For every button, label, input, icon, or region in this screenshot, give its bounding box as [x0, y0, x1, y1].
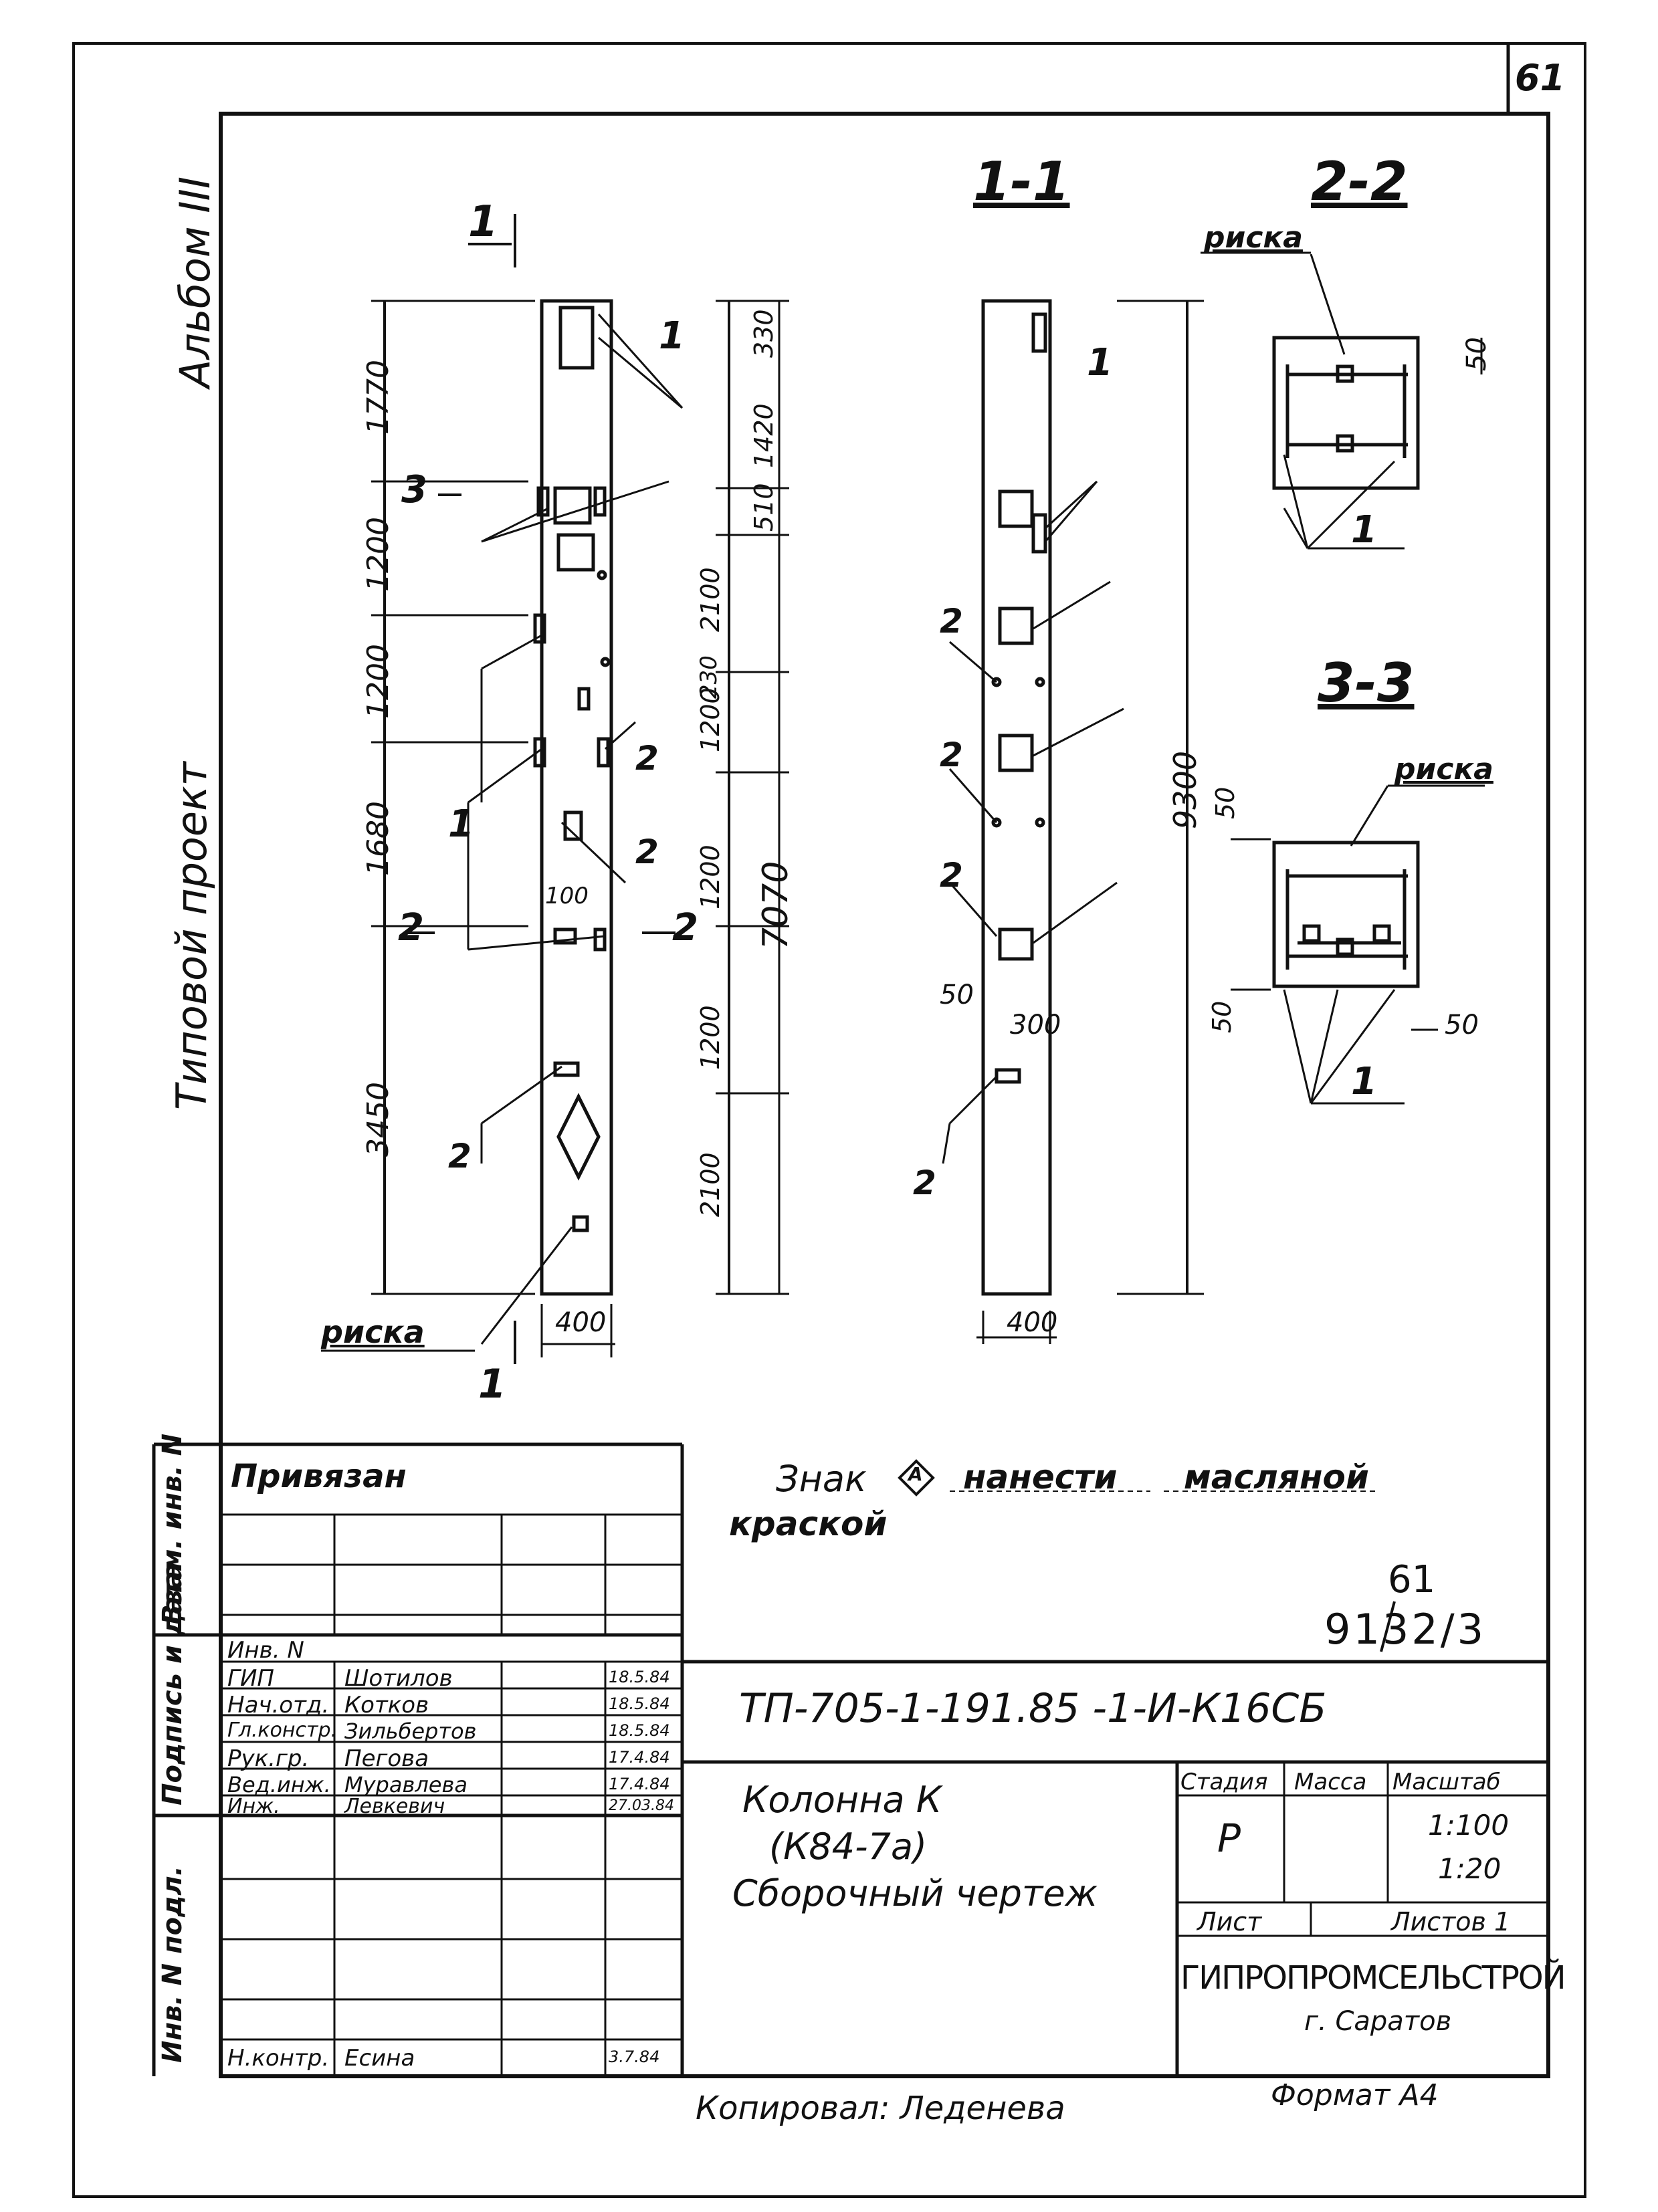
date-1: 18.5.84 — [609, 1694, 670, 1713]
role-0: ГИП — [227, 1665, 274, 1692]
riska-label-front: риска — [321, 1314, 425, 1350]
doc-ref-code: 9132/3 — [1324, 1605, 1487, 1654]
album-label: Альбом III — [171, 176, 219, 388]
dim-3-3-50-c: 50 — [1445, 1010, 1479, 1040]
name-5: Левкевич — [344, 1795, 445, 1818]
callout-1-2-2: 1 — [1351, 508, 1377, 552]
cut-marker-top: 1 — [468, 197, 498, 247]
dim-1200-c: 1200 — [696, 687, 725, 752]
copied-by: Копировал: Леденева — [696, 2090, 1065, 2127]
dim-1770: 1770 — [361, 360, 395, 435]
privyazan-label: Привязан — [231, 1458, 407, 1495]
role-4: Вед.инж. — [227, 1772, 331, 1797]
cut-marker-bottom: 1 — [478, 1361, 506, 1408]
sheets-label: Листов 1 — [1391, 1907, 1511, 1937]
n-kontr-date: 3.7.84 — [609, 2048, 660, 2066]
cut-marker-2-left: 2 — [398, 906, 424, 950]
note-text-1a: Знак — [776, 1458, 867, 1500]
mass-header: Масса — [1294, 1769, 1367, 1795]
title-line-1: Колонна К — [742, 1779, 942, 1821]
organization: ГИПРОПРОМСЕЛЬСТРОЙ — [1180, 1959, 1566, 1997]
dim-2100-bottom: 2100 — [696, 1152, 725, 1217]
note-text-2: краской — [729, 1505, 888, 1543]
section-2-2-title: 2-2 — [1311, 150, 1408, 213]
dim-1680: 1680 — [361, 801, 395, 876]
date-4: 17.4.84 — [609, 1775, 670, 1793]
date-3: 17.4.84 — [609, 1748, 670, 1767]
project-type-label: Типовой проект — [167, 762, 216, 1110]
date-0: 18.5.84 — [609, 1668, 670, 1686]
dim-1420: 1420 — [749, 403, 779, 468]
organization-city: г. Саратов — [1304, 2006, 1452, 2037]
dim-7070: 7070 — [756, 861, 796, 950]
callout-1-side: 1 — [1087, 341, 1113, 384]
dim-330: 330 — [749, 309, 779, 358]
dim-width-side: 400 — [1007, 1307, 1058, 1338]
title-line-3: Сборочный чертеж — [732, 1872, 1098, 1914]
stage-value: Р — [1217, 1815, 1241, 1861]
callout-2-front-b: 2 — [635, 833, 659, 871]
date-5: 27.03.84 — [609, 1797, 674, 1814]
dim-3-3-50-b: 50 — [1207, 1000, 1237, 1033]
dim-100: 100 — [545, 883, 589, 909]
dim-9300: 9300 — [1167, 750, 1203, 829]
callout-2-side-b: 2 — [940, 736, 963, 774]
callout-1-3-3: 1 — [1351, 1060, 1377, 1103]
name-1: Котков — [344, 1692, 429, 1719]
callout-2-side-d: 2 — [913, 1164, 936, 1202]
sheet-number: 61 — [1515, 57, 1566, 99]
role-1: Нач.отд. — [227, 1692, 330, 1719]
dim-1200-a: 1200 — [361, 517, 395, 592]
name-0: Шотилов — [344, 1665, 453, 1692]
section-3-3-title: 3-3 — [1318, 652, 1415, 714]
callout-2-front-a: 2 — [635, 739, 659, 778]
date-2: 18.5.84 — [609, 1721, 670, 1740]
dim-50-side: 50 — [940, 980, 974, 1010]
role-3: Рук.гр. — [227, 1745, 310, 1772]
dim-300-side: 300 — [1010, 1010, 1061, 1040]
dim-1200-e: 1200 — [696, 1005, 725, 1070]
dim-width-front: 400 — [555, 1307, 607, 1338]
riska-label-3-3: риска — [1394, 752, 1493, 786]
dim-510: 510 — [749, 483, 779, 532]
callout-2-side-c: 2 — [940, 856, 963, 895]
scale-value-2: 1:20 — [1438, 1852, 1501, 1885]
section-1-1-title: 1-1 — [973, 150, 1070, 213]
stage-header: Стадия — [1180, 1769, 1268, 1795]
scale-header: Масштаб — [1392, 1769, 1501, 1795]
margin-vzam-inv: Взам. инв. N — [157, 1433, 188, 1625]
note-text-1b: нанести — [963, 1458, 1118, 1497]
cut-marker-3: 3 — [401, 468, 427, 512]
inv-n-label: Инв. N — [227, 1637, 304, 1664]
dim-1200-b: 1200 — [361, 644, 395, 719]
role-5: Инж. — [227, 1795, 280, 1818]
name-3: Пегова — [344, 1745, 429, 1772]
note-diamond-symbol: A — [908, 1463, 923, 1485]
callout-1-front-top: 1 — [659, 314, 685, 358]
callout-1-front-mid: 1 — [448, 802, 474, 846]
format-label: Формат А4 — [1271, 2078, 1439, 2112]
role-2: Гл.констр. — [227, 1719, 338, 1742]
note-text-1c: масляной — [1184, 1458, 1369, 1497]
sheet-label: Лист — [1197, 1907, 1262, 1937]
title-line-2: (К84-7а) — [769, 1826, 928, 1868]
scale-value-1: 1:100 — [1428, 1809, 1510, 1842]
designation: ТП-705-1-191.85 -1-И-К16СБ — [739, 1685, 1327, 1732]
n-kontr-name: Есина — [344, 2045, 415, 2072]
margin-inv-podl: Инв. N подл. — [157, 1866, 188, 2063]
dim-3450: 3450 — [361, 1082, 395, 1157]
callout-2-front-c: 2 — [448, 1137, 472, 1176]
callout-2-side-a: 2 — [940, 602, 963, 641]
dim-3-3-50-a: 50 — [1211, 786, 1240, 819]
riska-label-2-2: риска — [1204, 221, 1303, 255]
cut-marker-2-right: 2 — [672, 906, 698, 950]
dim-1200-d: 1200 — [696, 845, 725, 909]
dim-2100-top: 2100 — [696, 567, 725, 632]
dim-2-2-50: 50 — [1461, 337, 1492, 371]
name-2: Зильбертов — [344, 1719, 477, 1744]
n-kontr-role: Н.контр. — [227, 2045, 330, 2072]
name-4: Муравлева — [344, 1772, 468, 1797]
doc-ref-sheet: 61 — [1388, 1558, 1436, 1601]
